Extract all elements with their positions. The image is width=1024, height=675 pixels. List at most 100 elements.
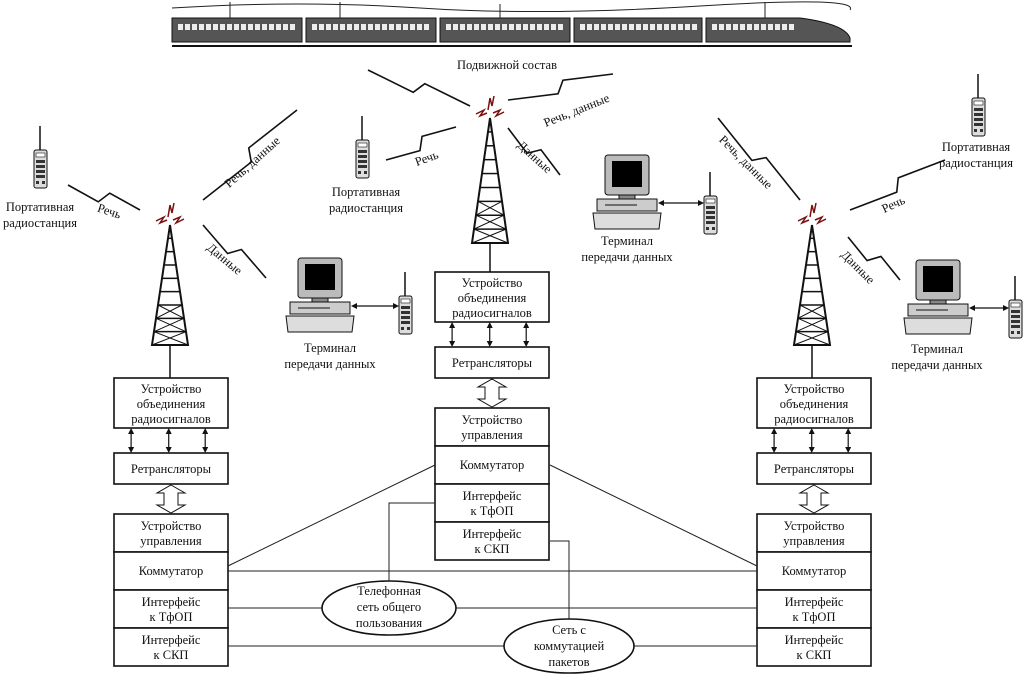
svg-text:Устройство: Устройство [141, 519, 202, 533]
portable-radio-icon [33, 126, 48, 189]
portable-radio-icon [355, 116, 370, 179]
svg-text:пакетов: пакетов [549, 655, 590, 669]
radio-link-icon [202, 224, 267, 279]
svg-text:Телефонная: Телефонная [357, 584, 421, 598]
radio-link-icon [202, 109, 298, 201]
repeaters-box: Ретрансляторы [434, 346, 550, 379]
svg-text:к ТфОП: к ТфОП [793, 610, 836, 624]
radio-link-icon [507, 127, 561, 176]
radio-link-label: Речь [96, 201, 123, 222]
svg-text:Интерфейс: Интерфейс [785, 633, 844, 647]
svg-text:Интерфейс: Интерфейс [142, 595, 201, 609]
svg-text:радиостанция: радиостанция [3, 216, 77, 230]
radio-link-icon [849, 159, 946, 211]
svg-text:Терминал: Терминал [304, 341, 356, 355]
svg-text:Устройство: Устройство [462, 413, 523, 427]
computer-terminal-icon [592, 154, 704, 230]
terminal-radio-icon [398, 272, 413, 335]
signal-icon [797, 215, 810, 225]
svg-text:Устройство: Устройство [784, 382, 845, 396]
svg-text:радиостанция: радиостанция [329, 201, 403, 215]
svg-text:Коммутатор: Коммутатор [139, 564, 203, 578]
svg-text:передачи данных: передачи данных [581, 250, 673, 264]
terminal-radio-icon [703, 172, 718, 235]
svg-text:Ретрансляторы: Ретрансляторы [774, 462, 855, 476]
radio-link-label: Речь, данные [222, 133, 283, 190]
svg-text:Интерфейс: Интерфейс [785, 595, 844, 609]
svg-text:сеть общего: сеть общего [357, 600, 421, 614]
svg-text:Портативная: Портативная [6, 200, 74, 214]
svg-text:коммутацией: коммутацией [534, 639, 605, 653]
svg-text:к СКП: к СКП [475, 542, 510, 556]
portable-radio-label: Портативная радиостанция [939, 140, 1013, 170]
radio-link-icon [507, 73, 614, 101]
radio-link-label: Данные [204, 240, 245, 278]
base-station-right: УстройствообъединениярадиосигналовРетран… [756, 377, 872, 667]
switch-box: Коммутатор [756, 551, 872, 591]
computer-terminal-icon [903, 259, 1009, 335]
radio-link-label: Речь, данные [542, 91, 612, 130]
radio-link-label: Данные [515, 138, 555, 176]
portable-radio-label: Портативная радиостанция [329, 185, 403, 215]
svg-text:радиосигналов: радиосигналов [131, 412, 211, 426]
radio-link-icon [717, 117, 801, 201]
svg-text:Портативная: Портативная [332, 185, 400, 199]
svg-text:Сеть с: Сеть с [552, 623, 586, 637]
svg-text:радиосигналов: радиосигналов [452, 306, 532, 320]
terminal-radio-icon [1008, 276, 1023, 339]
svg-text:к ТфОП: к ТфОП [150, 610, 193, 624]
switch-box: Коммутатор [113, 551, 229, 591]
signal-icon [155, 215, 168, 225]
svg-text:управления: управления [140, 534, 202, 548]
svg-text:Интерфейс: Интерфейс [463, 527, 522, 541]
repeaters-box: Ретрансляторы [113, 452, 229, 485]
svg-text:Коммутатор: Коммутатор [460, 458, 524, 472]
radio-link-icon [385, 126, 457, 161]
antenna-tower-left [150, 202, 190, 378]
svg-text:Интерфейс: Интерфейс [463, 489, 522, 503]
network-psn: Сеть с коммутацией пакетов [503, 618, 635, 674]
svg-text:объединения: объединения [137, 397, 206, 411]
svg-text:Портативная: Портативная [942, 140, 1010, 154]
computer-terminal-icon [285, 257, 399, 333]
svg-text:Терминал: Терминал [911, 342, 963, 356]
radio-link-icon [67, 184, 141, 211]
svg-text:Устройство: Устройство [784, 519, 845, 533]
data-terminal-label: Терминал передачи данных [284, 341, 376, 371]
portable-radio-label: Портативная радиостанция [3, 200, 77, 230]
network-pstn: Телефонная сеть общего пользования [321, 580, 457, 636]
svg-text:управления: управления [783, 534, 845, 548]
svg-text:Ретрансляторы: Ретрансляторы [452, 356, 533, 370]
switch-box: Коммутатор [434, 445, 550, 485]
svg-text:радиостанция: радиостанция [939, 156, 1013, 170]
svg-text:к ТфОП: к ТфОП [471, 504, 514, 518]
train-label: Подвижной состав [457, 58, 557, 72]
svg-text:передачи данных: передачи данных [284, 357, 376, 371]
svg-text:объединения: объединения [458, 291, 527, 305]
network-lines [227, 464, 758, 647]
radio-link-label: Речь [879, 193, 907, 216]
svg-text:объединения: объединения [780, 397, 849, 411]
hollow-bidirectional-arrow [476, 378, 508, 408]
radio-link-icon [367, 69, 471, 107]
radio-link-icon [847, 236, 901, 281]
svg-text:Ретрансляторы: Ретрансляторы [131, 462, 212, 476]
signal-icon [475, 108, 488, 118]
svg-text:пользования: пользования [356, 616, 422, 630]
antenna-tower-right [792, 202, 832, 378]
hollow-bidirectional-arrow [155, 484, 187, 514]
